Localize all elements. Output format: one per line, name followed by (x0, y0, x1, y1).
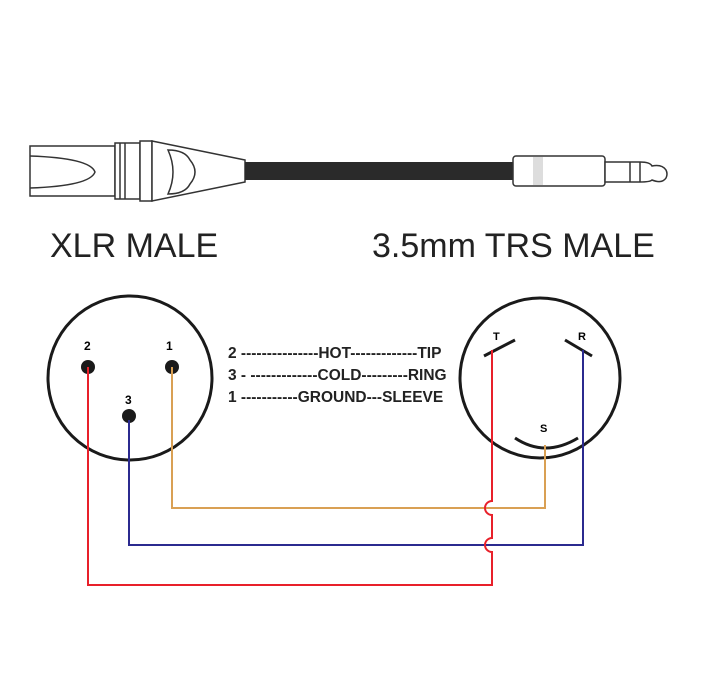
xlr-pin-2-label: 2 (84, 339, 91, 353)
xlr-pin-3 (122, 409, 136, 423)
trs-tip-contact (483, 338, 516, 358)
trs-plug-illustration (512, 155, 668, 187)
trs-t-label: T (493, 331, 500, 343)
xlr-pin-1-label: 1 (166, 339, 173, 353)
trs-s-label: S (540, 423, 547, 435)
trs-r-label: R (578, 331, 586, 343)
legend-hot: 2 ---------------HOT-------------TIP (228, 345, 441, 362)
hot-wire (87, 350, 493, 586)
cable (245, 162, 513, 180)
ground-wire (171, 367, 546, 509)
xlr-connector-illustration (29, 140, 246, 202)
trs-label: 3.5mm TRS MALE (372, 227, 655, 265)
trs-ring-contact (564, 338, 593, 358)
legend-ground: 1 -----------GROUND---SLEEVE (228, 389, 443, 406)
xlr-pin-3-label: 3 (125, 393, 132, 407)
cold-wire (128, 350, 584, 546)
trs-sleeve-contact (514, 436, 579, 450)
trs-face (458, 296, 622, 460)
legend-cold: 3 - -------------COLD---------RING (228, 367, 447, 384)
wiring-legend: 2 ---------------HOT-------------TIP 3 -… (228, 345, 447, 406)
xlr-label: XLR MALE (50, 227, 218, 265)
